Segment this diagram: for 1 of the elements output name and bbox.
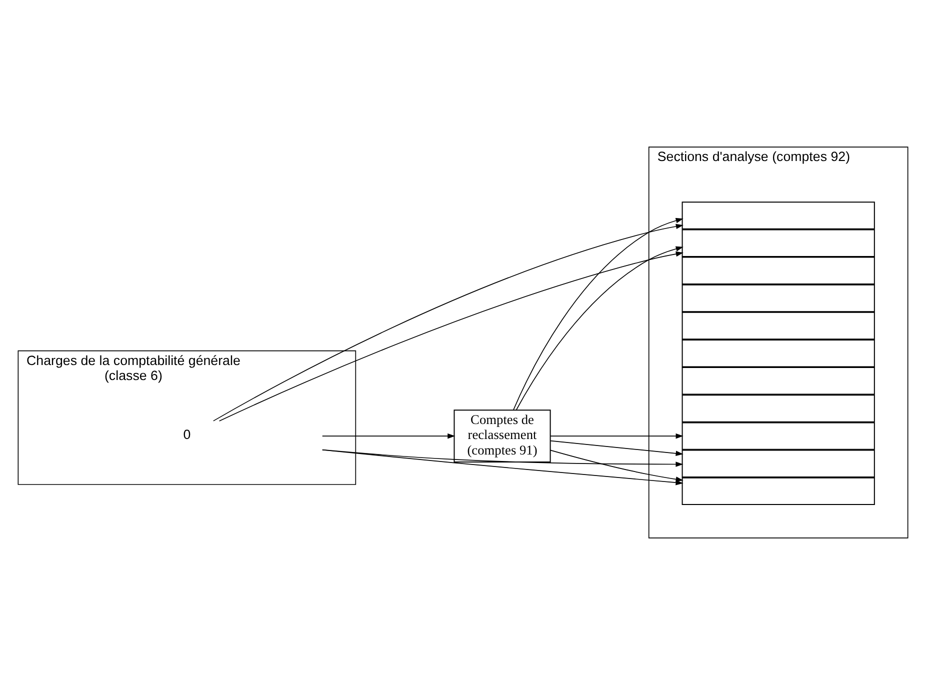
node-text: 0 [183,426,191,442]
